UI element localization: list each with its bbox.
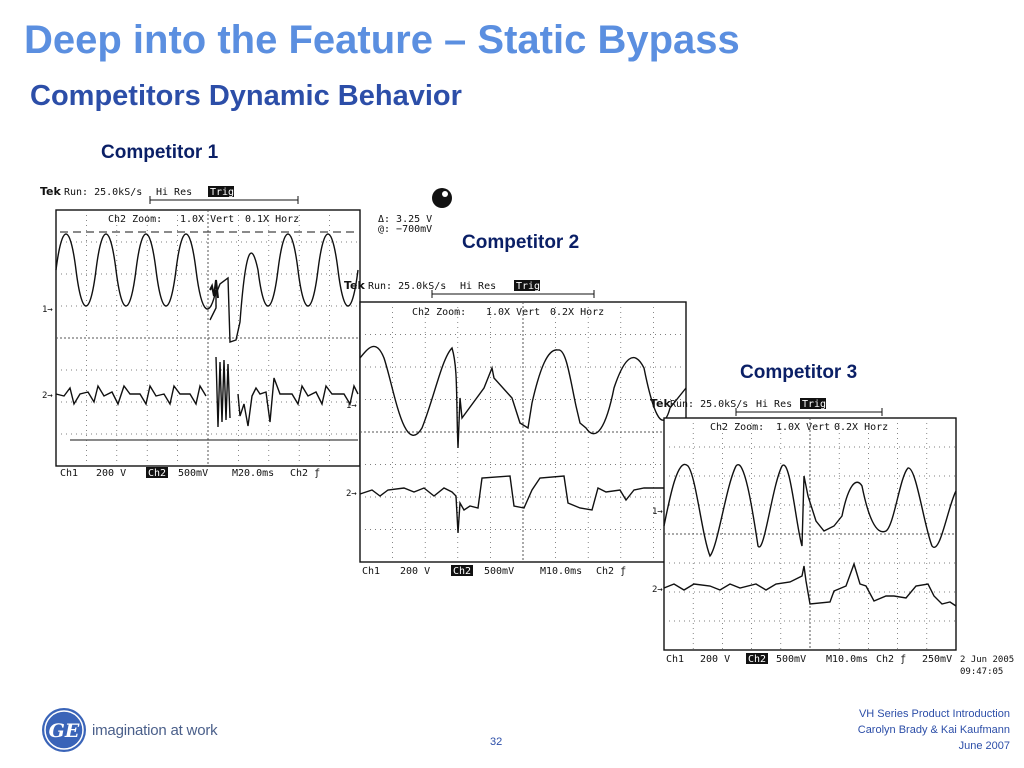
scope-horz: 0.2X Horz	[550, 307, 604, 318]
competitor-2-scope: Tek Run: 25.0kS/s Hi Res Trig? Ch2 Zoom:…	[344, 278, 689, 578]
scope-run: Run: 25.0kS/s	[64, 187, 142, 198]
scope-zoom: Ch2 Zoom:	[412, 307, 466, 318]
ge-logo-text: GE	[49, 720, 80, 742]
scope-ch1: Ch1	[362, 566, 380, 577]
slide-title: Deep into the Feature – Static Bypass	[24, 18, 740, 62]
footer-info: VH Series Product Introduction Carolyn B…	[858, 706, 1010, 754]
knob-icon	[430, 186, 454, 215]
competitor-1-scope: Tek Run: 25.0kS/s Hi Res Trig? Ch2 Zoom:…	[40, 182, 432, 482]
scope-brand: Tek	[650, 397, 672, 410]
competitor-1-label: Competitor 1	[101, 142, 219, 163]
scope-ch1-scale: 200 V	[96, 468, 126, 479]
footer-line-1: VH Series Product Introduction	[858, 708, 1010, 720]
scope-timebase: M20.0ms	[232, 468, 274, 479]
scope-trigger-src: Ch2 ƒ	[596, 566, 626, 577]
scope-trigger-src: Ch2 ƒ	[290, 468, 320, 479]
scope-delta: Δ: 3.25 V	[378, 214, 432, 225]
scope-timebase: M10.0ms	[826, 654, 868, 665]
ch2-marker: 2→	[652, 585, 663, 595]
scope-horz: 0.2X Horz	[834, 422, 888, 433]
scope-ch2: Ch2	[453, 566, 471, 577]
ch1-marker: 1→	[346, 401, 357, 411]
ge-logo-icon: GE	[40, 706, 88, 759]
scope-time: 09:47:05	[960, 667, 1003, 677]
scope-ch2: Ch2	[148, 468, 166, 479]
scope-ch1: Ch1	[60, 468, 78, 479]
scope-ch2-scale: 500mV	[776, 654, 806, 665]
scope-mode: Hi Res	[156, 187, 192, 198]
scope-timebase: M10.0ms	[540, 566, 582, 577]
scope-ch2-scale: 500mV	[484, 566, 514, 577]
competitor-3-label: Competitor 3	[740, 362, 858, 383]
ch2-marker: 2→	[42, 391, 53, 401]
scope-trig-box	[208, 186, 234, 197]
scope-brand: Tek	[40, 185, 62, 198]
scope-vert: 1.0X Vert	[776, 422, 830, 433]
footer-line-3: June 2007	[958, 740, 1010, 752]
slide-subtitle: Competitors Dynamic Behavior	[30, 80, 462, 112]
scope-brand: Tek	[344, 279, 366, 292]
scope-trig: Trig?	[516, 281, 546, 292]
scope-mode: Hi Res	[460, 281, 496, 292]
scope-ch1-scale: 200 V	[700, 654, 730, 665]
scope-vert: 1.0X Vert	[486, 307, 540, 318]
tagline: imagination at work	[92, 722, 218, 739]
scope-trig-level: 250mV	[922, 654, 952, 665]
scope-trig: Trig?	[802, 399, 832, 410]
scope-at: @: −700mV	[378, 224, 432, 235]
scope-horz: 0.1X Horz	[245, 214, 299, 225]
scope-zoom: Ch2 Zoom:	[710, 422, 764, 433]
competitor-2-label: Competitor 2	[462, 232, 580, 253]
footer-line-2: Carolyn Brady & Kai Kaufmann	[857, 724, 1010, 736]
ch2-marker: 2→	[346, 489, 357, 499]
scope-ch1: Ch1	[666, 654, 684, 665]
page-number: 32	[490, 736, 503, 748]
scope-trigger-src: Ch2 ƒ	[876, 654, 906, 665]
scope-ch2: Ch2	[748, 654, 766, 665]
scope-ch1-scale: 200 V	[400, 566, 430, 577]
ch1-marker: 1→	[42, 305, 53, 315]
scope-run: Run: 25.0kS/s	[368, 281, 446, 292]
scope-date: 2 Jun 2005	[960, 655, 1014, 665]
scope-ch2-scale: 500mV	[178, 468, 208, 479]
scope-mode: Hi Res	[756, 399, 792, 410]
scope-trig: Trig?	[210, 187, 240, 198]
ch1-marker: 1→	[652, 507, 663, 517]
scope-vert: 1.0X Vert	[180, 214, 234, 225]
scope-zoom: Ch2 Zoom:	[108, 214, 162, 225]
competitor-3-scope: Tek Run: 25.0kS/s Hi Res Trig? Ch2 Zoom:…	[650, 396, 1020, 682]
scope-run: Run: 25.0kS/s	[670, 399, 748, 410]
